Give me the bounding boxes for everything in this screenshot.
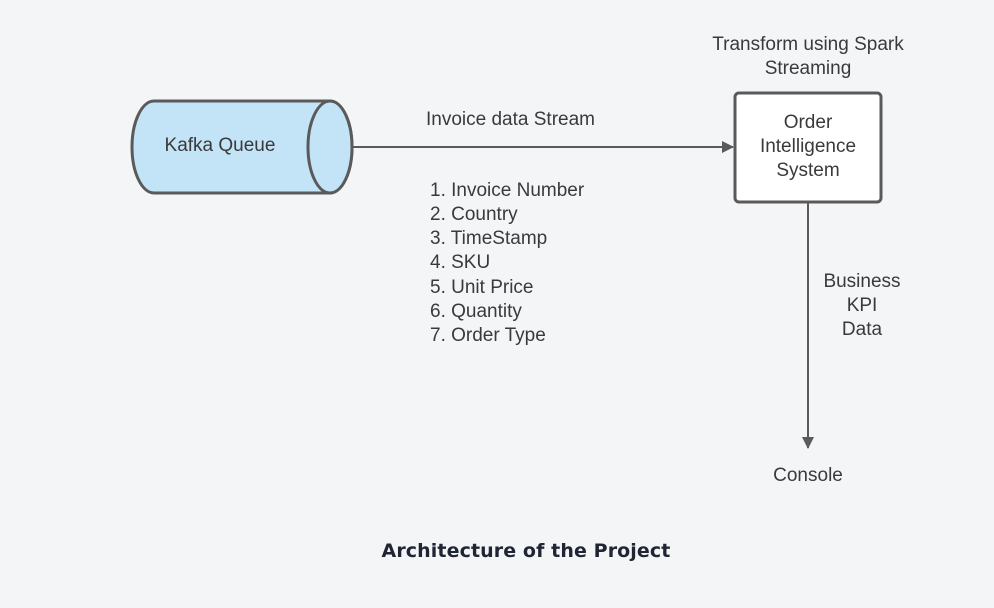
field-item: 7. Order Type [430, 325, 546, 346]
kafka-queue-cylinder-cap [306, 99, 354, 195]
invoice-field-list: 1. Invoice Number 2. Country 3. TimeStam… [430, 180, 585, 346]
spark-header-line: Streaming [765, 58, 852, 79]
kpi-output-line: KPI [847, 295, 878, 316]
kpi-output-line: Data [842, 319, 883, 340]
order-intelligence-box [733, 91, 883, 204]
spark-streaming-header: Transform using Spark Streaming [712, 34, 904, 79]
order-intelligence-line: Order [784, 112, 833, 133]
spark-header-line: Transform using Spark [712, 34, 904, 55]
field-item: 2. Country [430, 204, 518, 225]
kafka-queue-label: Kafka Queue [165, 135, 276, 156]
field-item: 6. Quantity [430, 301, 522, 322]
order-intelligence-node: Order Intelligence System [733, 91, 883, 204]
field-item: 4. SKU [430, 252, 490, 273]
kpi-output-edge: Business KPI Data [802, 203, 901, 449]
invoice-stream-edge: Invoice data Stream [353, 109, 734, 153]
field-item: 3. TimeStamp [430, 228, 547, 249]
field-item: 5. Unit Price [430, 277, 533, 298]
order-intelligence-line: Intelligence [760, 136, 856, 157]
console-label: Console [773, 465, 843, 486]
field-item: 1. Invoice Number [430, 180, 585, 201]
figure-caption: Architecture of the Project [381, 540, 671, 562]
order-intelligence-line: System [776, 160, 839, 181]
invoice-stream-label: Invoice data Stream [426, 109, 595, 130]
kafka-queue-node: Kafka Queue [130, 99, 354, 195]
kpi-output-line: Business [823, 271, 900, 292]
